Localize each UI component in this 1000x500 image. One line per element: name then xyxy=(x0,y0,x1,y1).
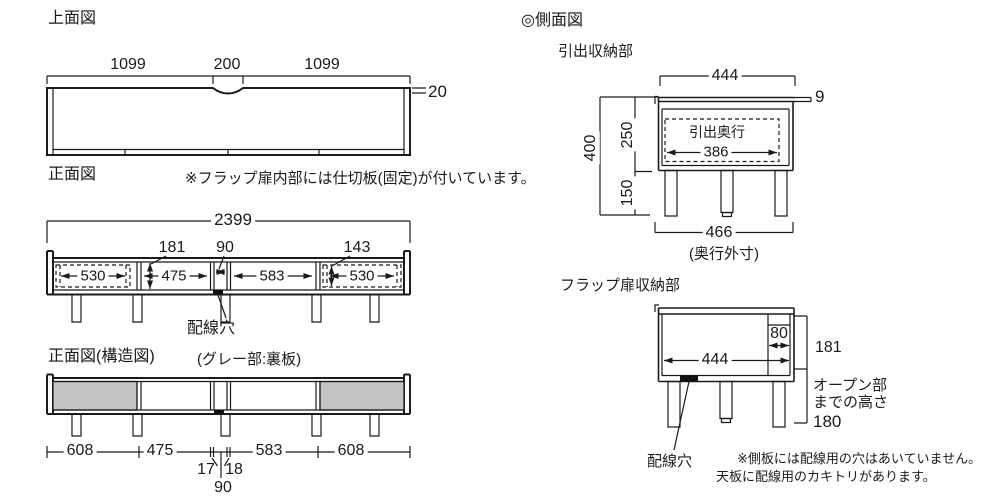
dim-front-flap-left: 530 xyxy=(77,267,109,285)
back-panel-right xyxy=(320,382,404,411)
dim-drawer-total-height: 400 xyxy=(581,131,601,165)
wiring-hole-label-front: 配線穴 xyxy=(187,320,236,337)
wiring-hole-label-flap: 配線穴 xyxy=(647,453,693,470)
front-view-note: ※フラップ扉内部には仕切板(固定)が付いています。 xyxy=(185,170,536,187)
drawer-side-legs xyxy=(665,171,787,217)
open-height-caption-1: オープン部 xyxy=(813,377,888,394)
front-view-title: 正面図 xyxy=(48,166,97,183)
dim-drawer-top-width: 444 xyxy=(708,66,742,86)
dim-flap-body-height: 181 xyxy=(815,339,842,356)
dim-flap-rear-width: 80 xyxy=(770,324,788,342)
outer-depth-caption: (奥行外寸) xyxy=(689,245,759,263)
back-panel-left xyxy=(53,382,137,411)
drawer-side-drawing xyxy=(600,76,811,233)
flap-section-title: フラップ扉収納部 xyxy=(560,277,681,294)
top-view-title: 上面図 xyxy=(48,10,97,27)
dim-drawer-leg-height: 150 xyxy=(618,176,638,210)
structure-view-drawing xyxy=(47,375,410,479)
flap-note-line1: ※側板には配線用の穴はあいていません。 xyxy=(737,451,982,466)
dim-drawer-back-thickness: 9 xyxy=(815,87,825,106)
dim-struct-seg4: 608 xyxy=(334,441,368,461)
wiring-hole-structure xyxy=(214,410,224,414)
dim-front-center-width: 90 xyxy=(216,238,234,256)
thickness-20-mark xyxy=(412,88,426,93)
dim-drawer-depth: 386 xyxy=(700,143,732,161)
dim-flap-inner-depth: 444 xyxy=(698,350,732,370)
structure-view-legs xyxy=(72,414,379,436)
dim-struct-seg2: 475 xyxy=(143,441,177,461)
dim-top-left: 1099 xyxy=(110,55,146,73)
back-panel-tab xyxy=(795,98,811,102)
dim-top-right: 1099 xyxy=(304,55,340,73)
dim-struct-center-right: 18 xyxy=(225,460,243,478)
top-view-drawing xyxy=(47,76,426,155)
structure-view-note: (グレー部:裏板) xyxy=(197,351,302,368)
top-panel-outline xyxy=(47,88,410,155)
front-view-drawing xyxy=(47,221,410,322)
dim-front-open2: 583 xyxy=(256,267,288,285)
structure-view-title: 正面図(構造図) xyxy=(48,348,155,365)
dim-struct-seg1: 608 xyxy=(63,441,97,461)
dim-front-flap-right: 530 xyxy=(346,267,378,285)
dim-struct-center-total: 90 xyxy=(214,478,232,496)
flap-side-legs xyxy=(668,382,785,428)
open-height-caption-2: までの高さ xyxy=(813,394,889,411)
drawer-depth-label: 引出奥行 xyxy=(689,123,745,140)
dim-struct-seg3: 583 xyxy=(252,441,286,461)
wiring-hole-flap xyxy=(680,375,698,382)
flap-note-line2: 天板に配線用のカキトリがあります。 xyxy=(716,469,936,484)
dim-front-flap-height: 143 xyxy=(343,238,371,256)
wiring-hole-front xyxy=(213,290,223,295)
dim-struct-center-left: 17 xyxy=(197,460,215,478)
dim-front-open1: 475 xyxy=(158,267,190,285)
dim-front-total: 2399 xyxy=(211,210,255,230)
side-view-title: ◎側面図 xyxy=(521,12,583,29)
front-view-legs xyxy=(72,295,379,323)
dim-front-open-height: 181 xyxy=(158,238,186,256)
drawer-section-title: 引出収納部 xyxy=(558,43,634,60)
dim-flap-open-height: 180 xyxy=(813,412,842,431)
dim-drawer-body-height: 250 xyxy=(618,118,638,152)
dim-top-thickness: 20 xyxy=(428,82,447,101)
dim-drawer-outer-depth: 466 xyxy=(702,223,736,243)
drawer-outline xyxy=(665,119,779,162)
flap-door-right xyxy=(323,265,401,287)
flap-door-left xyxy=(56,265,130,287)
dim-top-center: 200 xyxy=(213,55,241,73)
cable-notch xyxy=(213,88,243,94)
